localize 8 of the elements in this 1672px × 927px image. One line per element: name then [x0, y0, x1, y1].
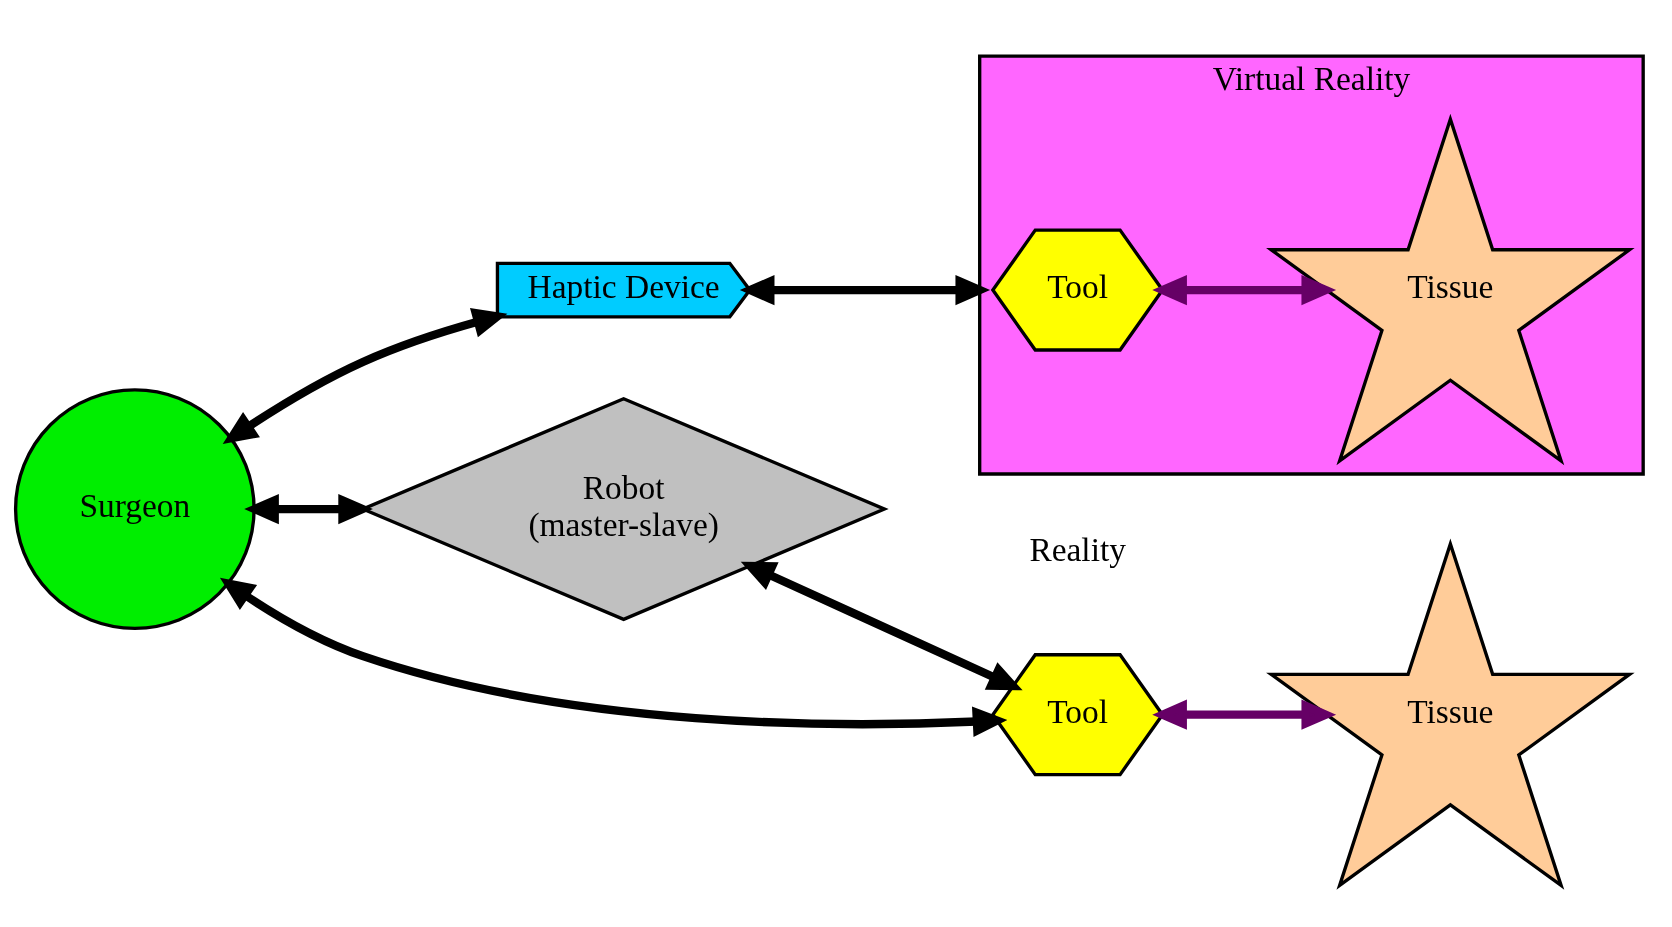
arrow	[740, 561, 1023, 690]
arrow	[1152, 699, 1337, 730]
arrow	[739, 274, 991, 305]
arrow	[1152, 274, 1337, 305]
label: Reality	[1029, 530, 1126, 568]
arrow	[222, 307, 508, 444]
arrow	[219, 577, 1008, 737]
arrow	[244, 493, 373, 524]
